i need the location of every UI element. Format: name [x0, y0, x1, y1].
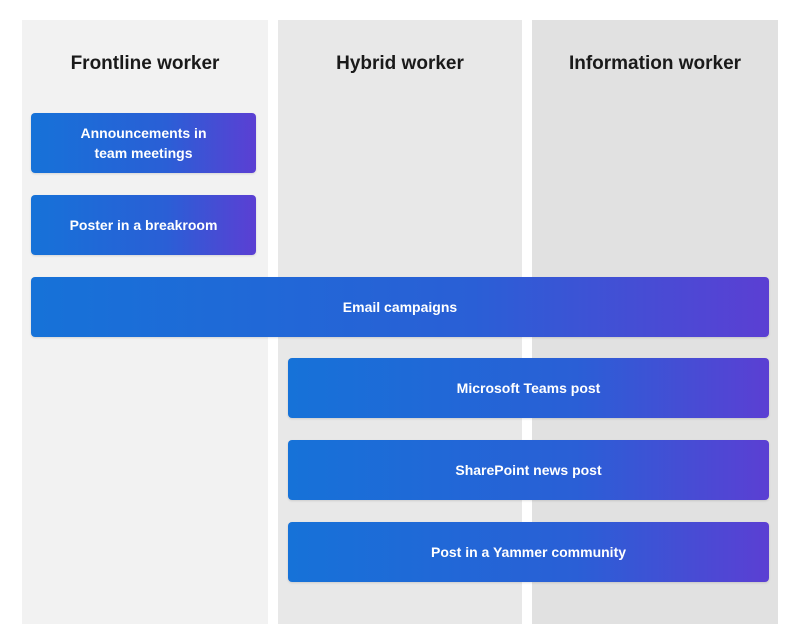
channel-sharepoint-news-post: SharePoint news post — [288, 440, 769, 500]
column-title-information: Information worker — [568, 53, 742, 74]
channel-announcements-in-team-meetings: Announcements in team meetings — [31, 113, 256, 173]
channel-yammer-community-post: Post in a Yammer community — [288, 522, 769, 582]
channel-microsoft-teams-post: Microsoft Teams post — [288, 358, 769, 418]
channel-email-campaigns: Email campaigns — [31, 277, 769, 337]
column-title-hybrid: Hybrid worker — [336, 53, 464, 74]
column-title-frontline: Frontline worker — [70, 53, 220, 74]
channel-poster-in-breakroom: Poster in a breakroom — [31, 195, 256, 255]
